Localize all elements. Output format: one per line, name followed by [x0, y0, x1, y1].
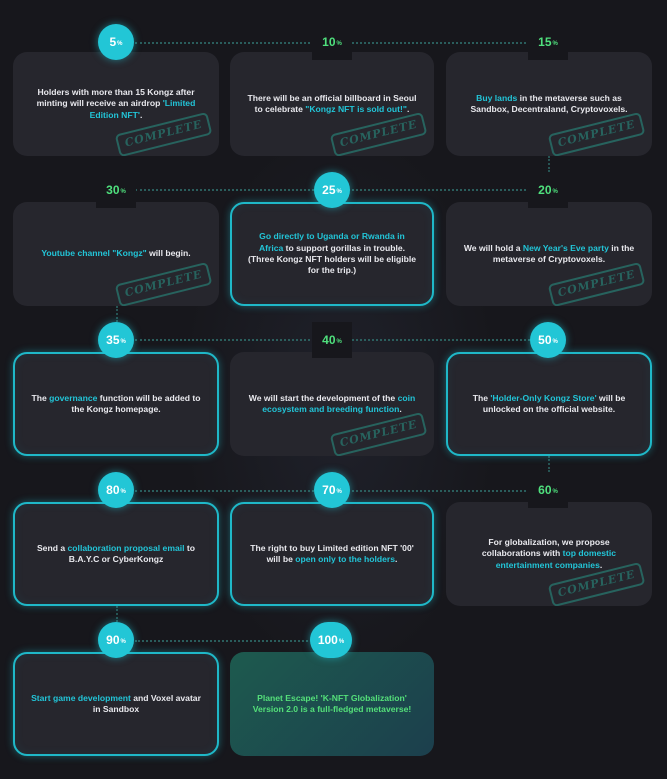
percent-badge-80: 80% [98, 472, 134, 508]
complete-stamp: COMPLETE [547, 262, 646, 306]
percent-badge-30: 30% [96, 172, 136, 208]
milestone-text: The governance function will be added to… [31, 392, 201, 414]
complete-stamp: COMPLETE [329, 412, 428, 456]
milestone-card-80: Send a collaboration proposal email to B… [13, 502, 219, 606]
milestone-card-15: Buy lands in the metaverse such as Sandb… [446, 52, 652, 156]
milestone-text: Youtube channel "Kongz" will begin. [41, 248, 191, 259]
percent-badge-100: 100% [310, 622, 352, 658]
milestone-text: The right to buy Limited edition NFT '00… [250, 542, 414, 564]
milestone-card-10: There will be an official billboard in S… [230, 52, 434, 156]
milestone-text: Send a collaboration proposal email to B… [36, 542, 196, 564]
milestone-card-30: Youtube channel "Kongz" will begin. COMPL… [13, 202, 219, 306]
milestone-text: For globalization, we propose collaborat… [481, 536, 617, 570]
percent-badge-25: 25% [314, 172, 350, 208]
milestone-card-40: We will start the development of the coi… [230, 352, 434, 456]
milestone-card-35: The governance function will be added to… [13, 352, 219, 456]
complete-stamp: COMPLETE [329, 112, 428, 156]
percent-badge-50: 50% [530, 322, 566, 358]
milestone-card-50: The 'Holder-Only Kongz Store' will be un… [446, 352, 652, 456]
percent-badge-40: 40% [312, 322, 352, 358]
percent-badge-5: 5% [98, 24, 134, 60]
milestone-card-25: Go directly to Uganda or Rwanda in Afric… [230, 202, 434, 306]
milestone-text: Holders with more than 15 Kongz after mi… [36, 86, 196, 120]
milestone-text: Start game development and Voxel avatar … [31, 692, 201, 714]
milestone-card-70: The right to buy Limited edition NFT '00… [230, 502, 434, 606]
milestone-text: We will hold a New Year's Eve party in t… [463, 242, 635, 264]
percent-badge-35: 35% [98, 322, 134, 358]
percent-badge-60: 60% [528, 472, 568, 508]
milestone-text: Go directly to Uganda or Rwanda in Afric… [247, 231, 417, 276]
milestone-text: Buy lands in the metaverse such as Sandb… [470, 92, 628, 114]
milestone-card-60: For globalization, we propose collaborat… [446, 502, 652, 606]
percent-badge-10: 10% [312, 24, 352, 60]
percent-badge-70: 70% [314, 472, 350, 508]
percent-badge-15: 15% [528, 24, 568, 60]
milestone-text: The 'Holder-Only Kongz Store' will be un… [472, 392, 626, 414]
complete-stamp: COMPLETE [114, 262, 213, 306]
milestone-card-100: Planet Escape! 'K-NFT Globalization' Ver… [230, 652, 434, 756]
milestone-text: We will start the development of the coi… [248, 392, 416, 414]
percent-badge-90: 90% [98, 622, 134, 658]
milestone-card-90: Start game development and Voxel avatar … [13, 652, 219, 756]
milestone-text: There will be an official billboard in S… [247, 92, 417, 114]
complete-stamp: COMPLETE [547, 112, 646, 156]
milestone-card-5: Holders with more than 15 Kongz after mi… [13, 52, 219, 156]
milestone-text: Planet Escape! 'K-NFT Globalization' Ver… [252, 692, 412, 714]
milestone-card-20: We will hold a New Year's Eve party in t… [446, 202, 652, 306]
percent-badge-20: 20% [528, 172, 568, 208]
